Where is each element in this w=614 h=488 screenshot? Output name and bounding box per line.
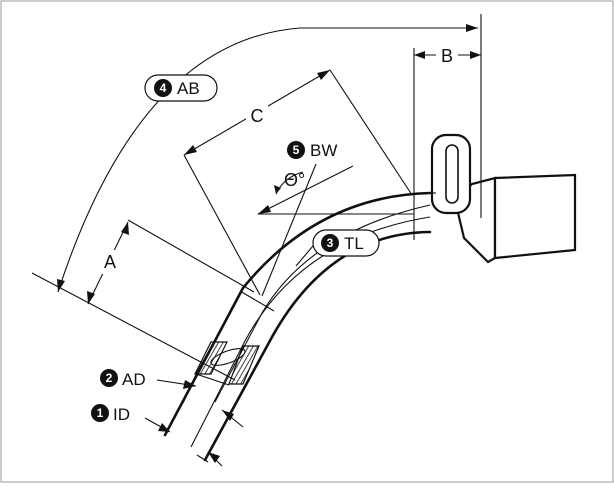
c-extension-right <box>329 69 413 196</box>
ad-tick <box>182 372 198 404</box>
callout-ad-number: 2 <box>106 371 113 385</box>
ad-arrow <box>183 380 196 389</box>
callout-bw-number: 5 <box>293 143 300 157</box>
callout-id: 1 ID <box>91 404 130 424</box>
label-bw: BW <box>310 141 337 160</box>
tube-end-section <box>194 341 260 386</box>
label-tl: TL <box>344 234 364 253</box>
callout-ab-number-badge <box>154 79 172 97</box>
ab-arrow-end <box>466 24 478 32</box>
hatch-left <box>194 341 228 375</box>
tube-outer-wall <box>163 191 432 437</box>
label-id: ID <box>113 405 130 424</box>
callout-ad: 2 AD <box>100 369 146 389</box>
angle-arc-arrow <box>274 185 281 194</box>
label-c: C <box>251 106 264 126</box>
label-ad: AD <box>122 370 146 389</box>
bore-ellipse <box>210 348 246 366</box>
callout-ad-number-badge <box>100 369 118 387</box>
callout-tl: 3 TL <box>312 229 380 257</box>
nozzle-body <box>493 173 577 260</box>
id-tick <box>196 454 209 463</box>
callout-ab: 4 AB <box>144 74 218 102</box>
b-label-bg <box>436 44 458 66</box>
callout-ab-number: 4 <box>160 81 167 95</box>
callout-tl-number-badge <box>321 234 339 252</box>
label-b: B <box>441 46 453 66</box>
section-bottom <box>195 373 230 386</box>
callout-id-number: 1 <box>97 406 104 420</box>
angle-arrow <box>258 205 271 214</box>
nozzle-handle <box>430 133 577 264</box>
b-arrow-right <box>470 51 481 59</box>
callout-tl-number: 3 <box>327 236 334 250</box>
a-extension-top <box>127 219 255 293</box>
b-arrow-left <box>414 51 425 59</box>
end-face-extension <box>31 272 236 381</box>
label-a: A <box>104 252 116 272</box>
nozzle-slot <box>445 144 459 204</box>
hatch-right <box>228 345 260 385</box>
a-arrow-bottom <box>87 291 95 304</box>
c-arrow-right <box>317 70 330 80</box>
tube-bore-line <box>190 216 431 448</box>
id-arrow-right <box>208 452 220 463</box>
label-angle: Θ° <box>284 170 305 190</box>
c-arrow-left <box>184 145 197 155</box>
a-label-bg <box>100 250 120 274</box>
id-arrow <box>158 423 170 432</box>
c-extension-left <box>183 154 261 296</box>
label-ab: AB <box>177 79 200 98</box>
tube-inner-wall <box>203 230 432 462</box>
tangent-line <box>239 290 275 312</box>
callout-id-number-badge <box>91 404 109 422</box>
bw-leader <box>261 163 317 297</box>
callout-bw: 5 BW <box>287 141 337 160</box>
c-label-bg <box>246 103 268 127</box>
callout-bw-number-badge <box>287 141 305 159</box>
ad-arrow-right <box>222 410 234 421</box>
a-arrow-top <box>121 222 129 235</box>
ab-arrow-start <box>57 279 65 292</box>
